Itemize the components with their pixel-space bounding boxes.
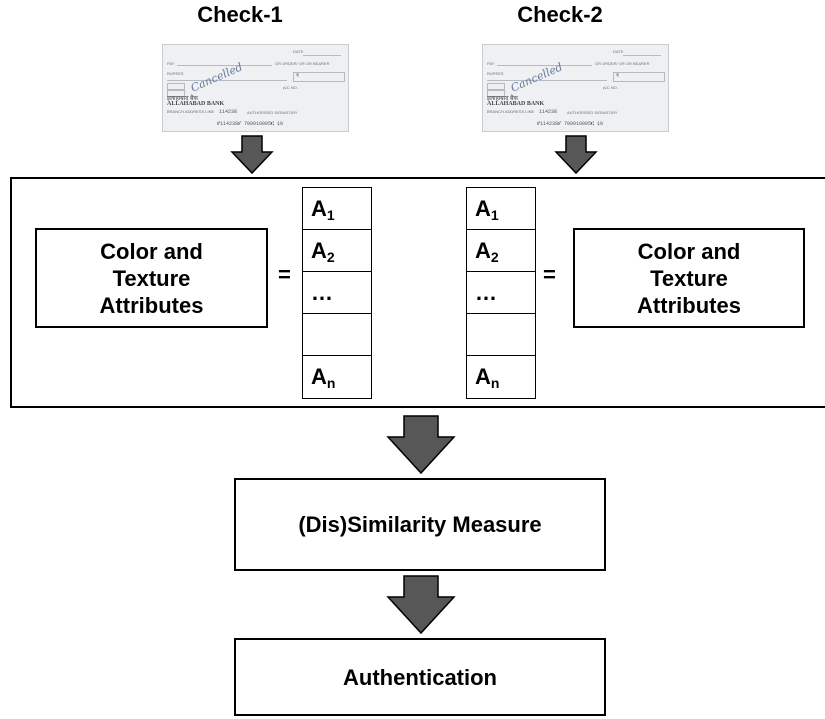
check-amount-symbol: ₹ <box>616 73 620 79</box>
left-equals-sign: = <box>278 262 291 287</box>
right-attributes-box: Color and Texture Attributes <box>573 228 805 328</box>
cell-subscript: 1 <box>490 206 499 223</box>
cell-subscript: 2 <box>326 248 335 265</box>
check-account-label: A/C NO. <box>283 85 298 90</box>
vector-cell: … <box>467 272 535 314</box>
check-micr-line: ⑈114238⑈ 700010005⑆ 10 <box>537 121 604 127</box>
check-signature-label: AUTHORISED SIGNATORY <box>567 110 618 115</box>
check-bearer-text: OR ORDER/ OR OR BEARER <box>275 61 330 66</box>
check-1-title: Check-1 <box>197 2 283 27</box>
check-bank-name: ALLAHABAD BANK <box>487 101 545 107</box>
cell-subscript: 2 <box>490 248 499 265</box>
check-bearer-text: OR ORDER/ OR OR BEARER <box>595 61 650 66</box>
check-signature-label: AUTHORISED SIGNATORY <box>247 110 298 115</box>
check-date-label: DATE <box>613 49 624 54</box>
right-attributes-label: Color and Texture Attributes <box>637 238 741 318</box>
cell-base: A <box>311 237 327 263</box>
check-rupees-label: RUPEES <box>167 71 184 76</box>
cell-base: A <box>311 195 327 221</box>
cell-subscript: 1 <box>326 206 335 223</box>
check-micr-line: ⑈114238⑈ 700010005⑆ 10 <box>217 121 284 127</box>
check-2-image: DATE PAY OR ORDER/ OR OR BEARER RUPEES ₹… <box>482 44 669 132</box>
down-arrow-icon <box>230 135 274 175</box>
authentication-label: Authentication <box>343 664 497 690</box>
down-arrow-icon <box>554 135 598 175</box>
vector-cell: … <box>303 272 371 314</box>
left-attributes-box: Color and Texture Attributes <box>35 228 268 328</box>
cell-subscript: n <box>326 375 336 391</box>
check-rupees-label: RUPEES <box>487 71 504 76</box>
cell-base: A <box>475 364 491 389</box>
vector-cell <box>303 314 371 356</box>
check-branch-text: BRANCH ADDRESS LINE <box>487 109 535 114</box>
cell-base: A <box>311 364 327 389</box>
check-account-number: 114238 <box>219 109 238 115</box>
authentication-box: Authentication <box>234 638 606 716</box>
check-date-label: DATE <box>293 49 304 54</box>
vector-cell <box>467 314 535 356</box>
left-attributes-label: Color and Texture Attributes <box>99 238 204 318</box>
cell-base: … <box>475 279 497 305</box>
down-arrow-icon <box>386 415 456 475</box>
check-2-title: Check-2 <box>517 2 603 27</box>
check-branch-text: BRANCH ADDRESS LINE <box>167 109 215 114</box>
check-bank-hindi: इलाहाबाद बैंक <box>167 96 199 102</box>
dissimilarity-measure-label: (Dis)Similarity Measure <box>298 512 542 537</box>
check-amount-symbol: ₹ <box>296 73 300 79</box>
cell-subscript: n <box>490 375 500 391</box>
dissimilarity-measure-box: (Dis)Similarity Measure <box>234 478 606 571</box>
check-pay-label: PAY <box>487 61 495 66</box>
check-account-number: 114238 <box>539 109 558 115</box>
check-pay-label: PAY <box>167 61 175 66</box>
right-equals-sign: = <box>543 262 556 287</box>
check-bank-name: ALLAHABAD BANK <box>167 101 225 107</box>
cell-base: A <box>475 195 491 221</box>
down-arrow-icon <box>386 575 456 635</box>
cell-base: … <box>311 279 333 305</box>
check-1-image: DATE PAY OR ORDER/ OR OR BEARER RUPEES ₹… <box>162 44 349 132</box>
cell-base: A <box>475 237 491 263</box>
check-account-label: A/C NO. <box>603 85 618 90</box>
check-bank-hindi: इलाहाबाद बैंक <box>487 96 519 102</box>
